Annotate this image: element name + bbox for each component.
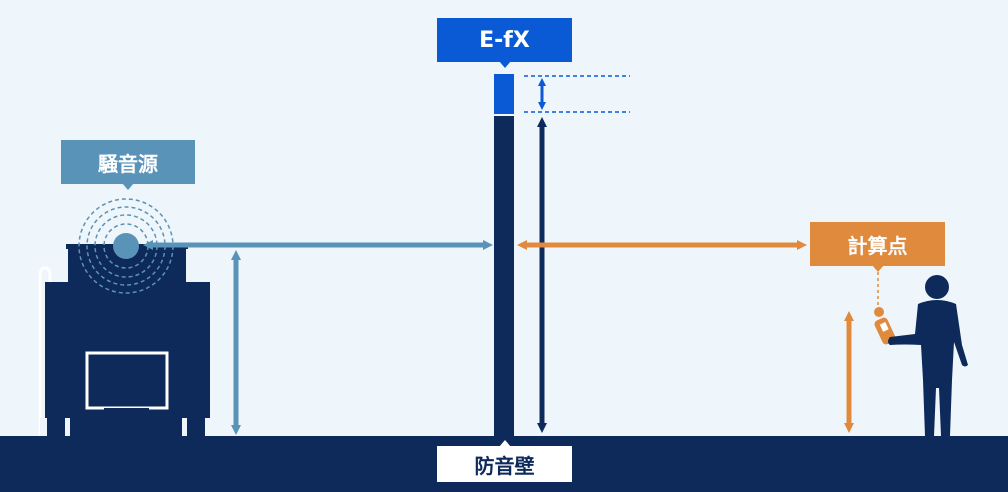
sound-barrier-wall [494,116,514,436]
calculation-point-label: 計算点 [810,222,945,266]
efx-extension-block [494,74,514,114]
sound-barrier-label: 防音壁 [437,446,572,482]
noise-source-point [113,233,139,259]
machine-icon [40,244,210,436]
person-icon [888,275,968,436]
noise-source-label: 騒音源 [61,140,195,184]
efx-label: E-fX [437,18,572,62]
